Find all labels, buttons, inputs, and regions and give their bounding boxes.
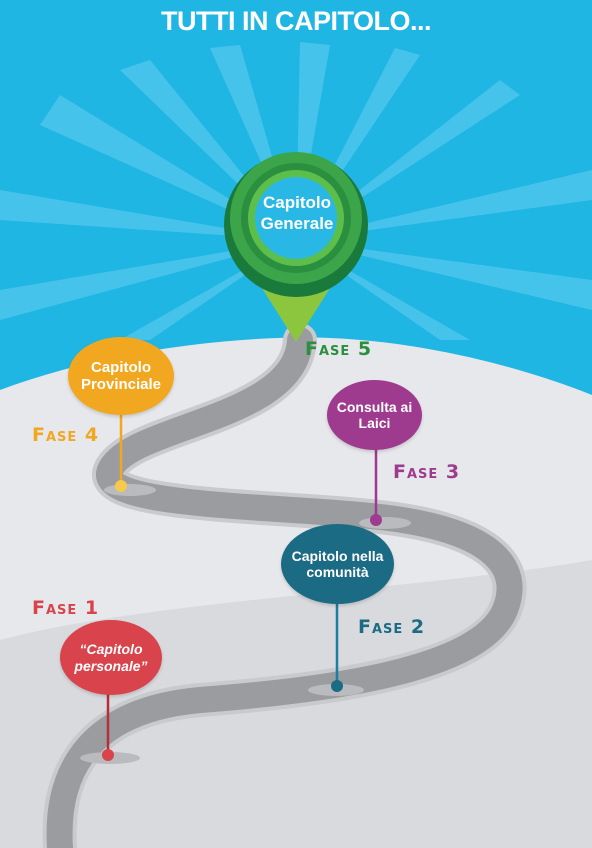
general-chapter-pin — [224, 152, 368, 342]
phase3-title: Consulta ai Laici — [336, 398, 413, 431]
road-surface — [46, 327, 523, 848]
phase1-bubble: “Capitolo personale” — [60, 620, 162, 695]
phase1-label: Fase 1 — [32, 597, 100, 619]
phase3-dot — [370, 514, 382, 526]
phase1-dot — [102, 749, 114, 761]
phase3-label: Fase 3 — [393, 461, 461, 483]
phase4-dot — [115, 480, 127, 492]
phase3-bubble: Consulta ai Laici — [327, 380, 422, 450]
phase2-title: Capitolo nella comunità — [291, 547, 384, 580]
phase2-dot — [331, 680, 343, 692]
phase4-bubble: Capitolo Provinciale — [68, 337, 174, 415]
pin-shadow — [104, 484, 156, 496]
phase4-label: Fase 4 — [32, 424, 100, 446]
phase2-label: Fase 2 — [358, 616, 426, 638]
phase2-bubble: Capitolo nella comunità — [281, 524, 394, 604]
phase5-label: Fase 5 — [305, 338, 373, 360]
phase5-title: Capitolo Generale — [260, 193, 334, 234]
page-title: TUTTI IN CAPITOLO... — [161, 6, 432, 36]
pin-shadow — [359, 517, 411, 529]
phase1-title: “Capitolo personale” — [74, 641, 148, 674]
phase4-title: Capitolo Provinciale — [80, 358, 162, 393]
